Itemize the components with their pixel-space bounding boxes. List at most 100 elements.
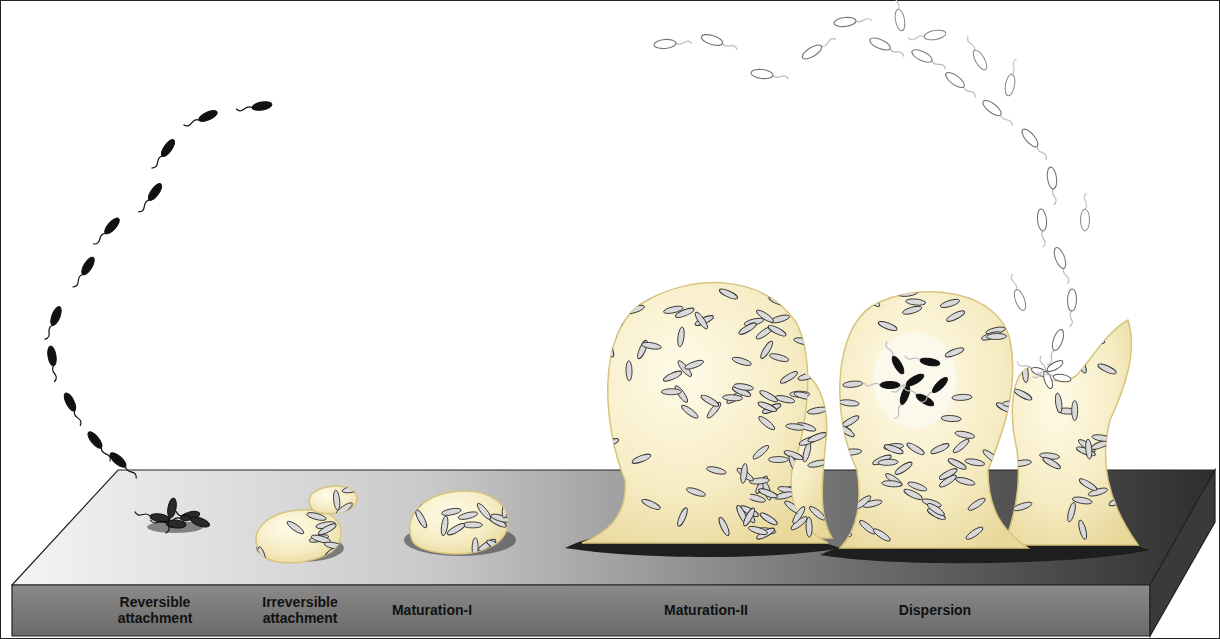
bacterium — [755, 308, 775, 324]
cell-body — [990, 298, 1011, 311]
bacterium — [930, 442, 951, 456]
bacterium — [793, 390, 814, 401]
flagellum — [904, 356, 920, 362]
cell-body — [759, 389, 779, 404]
bacterium — [893, 384, 912, 420]
cell-body — [757, 400, 778, 414]
bacterium — [806, 517, 812, 537]
cell-body — [839, 399, 859, 407]
bacterium — [680, 403, 700, 420]
cell-body — [853, 494, 872, 511]
cell-body — [1091, 434, 1112, 443]
cell-body — [759, 511, 779, 527]
flagellum — [676, 41, 692, 45]
bacterium — [786, 296, 806, 312]
bacterium — [342, 485, 363, 495]
bacterium — [759, 340, 775, 360]
bacterium — [908, 29, 947, 44]
bacterium — [1066, 502, 1077, 523]
bacterium — [919, 375, 949, 405]
cell-body — [1085, 334, 1106, 345]
cell-body — [662, 369, 683, 383]
bacterium — [1054, 393, 1063, 414]
cell-body — [733, 382, 754, 391]
bacterium — [769, 352, 790, 363]
cell-body — [46, 345, 57, 366]
flagellum — [73, 411, 83, 427]
bacterium — [416, 486, 425, 507]
bacterium — [1045, 328, 1066, 367]
bacterium — [767, 323, 788, 338]
bacterium — [1042, 456, 1062, 471]
cell-body — [677, 327, 685, 348]
bacterium — [768, 295, 789, 308]
cell-body — [475, 502, 492, 521]
bacterium — [841, 448, 861, 456]
cell-body — [485, 538, 505, 553]
cell-body — [1066, 502, 1077, 523]
flagellum — [902, 385, 917, 395]
cell-body — [731, 356, 752, 368]
cell-body — [1053, 373, 1072, 383]
bacterium — [718, 287, 739, 301]
cell-body — [768, 457, 788, 463]
cell-body — [1085, 439, 1093, 459]
cell-body — [596, 313, 605, 334]
cell-body — [663, 305, 684, 315]
bacterium — [878, 459, 898, 466]
cell-body — [700, 32, 724, 47]
flagellum — [1011, 58, 1017, 74]
cell-body — [968, 285, 988, 300]
bacterium — [858, 519, 877, 536]
cell-body — [601, 293, 621, 309]
embedded-cells — [256, 511, 344, 567]
cell-body — [1001, 451, 1022, 460]
flagellum — [773, 74, 789, 79]
bacterium — [1004, 58, 1019, 97]
bacterium — [700, 32, 739, 52]
flagellum — [1084, 193, 1087, 209]
cell-body — [441, 507, 462, 517]
bacterium — [1091, 434, 1112, 443]
cell-body — [940, 298, 961, 310]
bacterium — [596, 313, 605, 334]
bacterium — [864, 382, 900, 389]
flagellum — [1016, 362, 1032, 370]
bacterium — [183, 108, 219, 130]
cell-body — [146, 182, 164, 203]
bacterium — [317, 522, 337, 537]
cell-body — [1050, 328, 1066, 352]
bacterium — [891, 0, 906, 32]
cell-body — [1067, 289, 1077, 311]
flagellum — [166, 518, 172, 534]
flagellum — [894, 0, 900, 9]
cell-body — [102, 216, 121, 236]
bacterium — [759, 389, 779, 404]
cell-body — [416, 486, 425, 507]
cell-body — [737, 321, 757, 336]
cell-body — [641, 341, 662, 350]
flagellum — [93, 232, 106, 246]
bacterium — [1122, 381, 1139, 400]
bacterium — [853, 494, 872, 511]
flagellum — [856, 18, 872, 23]
flagellum — [124, 466, 138, 479]
bacterium — [882, 480, 902, 488]
bacterium — [967, 496, 987, 512]
bacterium — [940, 298, 961, 310]
cell-body — [1013, 387, 1033, 402]
bacterium — [71, 255, 97, 290]
cell-body — [951, 437, 970, 454]
cell-body — [631, 452, 652, 465]
matrix-mushroom — [840, 292, 1028, 548]
bacterium — [1001, 451, 1022, 460]
bacterium — [676, 507, 690, 528]
cell-body — [599, 437, 620, 450]
cell-body — [718, 287, 739, 301]
bacterium — [164, 497, 178, 534]
bacterium — [787, 455, 801, 476]
cell-body — [923, 29, 946, 42]
cell-body — [751, 444, 770, 461]
cell-body — [477, 537, 497, 552]
